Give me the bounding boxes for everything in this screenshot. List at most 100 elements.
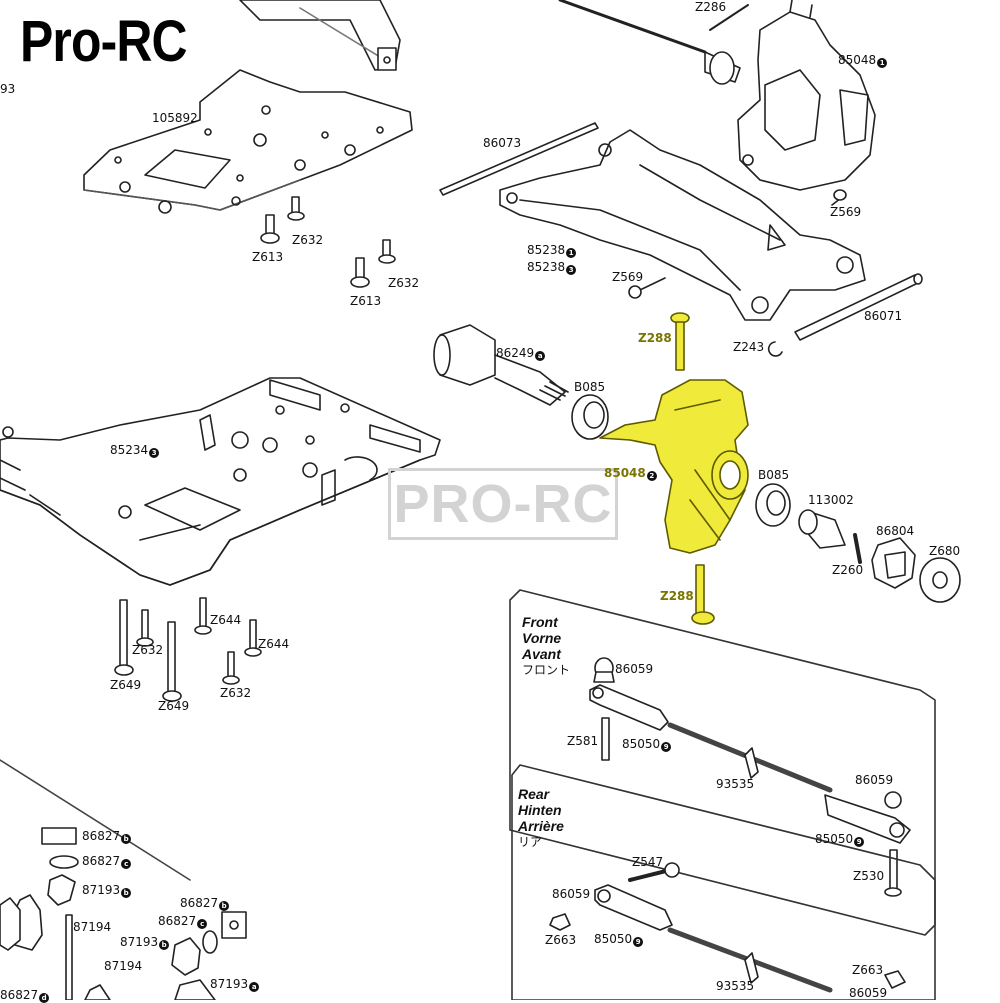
callout-badge: b: [159, 940, 170, 950]
label-z649-a: Z649: [110, 678, 142, 692]
label-text: 85050: [594, 932, 633, 946]
label-text: 87193: [210, 977, 249, 991]
chassis-85234: [0, 377, 441, 586]
callout-badge: a: [535, 351, 546, 361]
label-text: 87193: [82, 883, 121, 897]
differential-gears: [0, 759, 247, 1000]
suspension-arm-85238: [499, 129, 866, 321]
label-z581: Z581: [567, 734, 599, 748]
hinge-pin-86071: [794, 273, 923, 341]
label-93: 93: [0, 82, 16, 96]
label-text: 85048: [838, 53, 877, 67]
label-text: 86827: [0, 988, 39, 1002]
nut-z680: [919, 557, 961, 603]
label-86059-c: 86059: [552, 887, 591, 901]
label-z680: Z680: [929, 544, 961, 558]
label-text: 86827: [82, 829, 121, 843]
label-105892: 105892: [152, 111, 198, 125]
callout-badge: 1: [877, 58, 888, 68]
plate-105892: [83, 69, 413, 214]
callout-badge: 1: [566, 248, 577, 258]
clip-z243: [767, 341, 783, 357]
section-rear-heading: Rear Hinten Arrière リア: [518, 786, 564, 850]
label-z530: Z530: [853, 869, 885, 883]
section-front-heading: Front Vorne Avant フロント: [522, 614, 570, 678]
callout-badge: d: [39, 993, 50, 1003]
label-text: 86827: [180, 896, 219, 910]
callout-badge: b: [121, 888, 132, 898]
label-z644-b: Z644: [258, 637, 290, 651]
label-z632-a: Z632: [292, 233, 324, 247]
callout-badge: 9: [633, 937, 644, 947]
label-z613-a: Z613: [252, 250, 284, 264]
label-86059-d: 86059: [849, 986, 888, 1000]
watermark: PRO-RC: [388, 468, 618, 540]
drive-shaft-top: [558, 0, 749, 85]
label-z569-mid: Z569: [612, 270, 644, 284]
label-z286: Z286: [695, 0, 727, 14]
label-86071: 86071: [864, 309, 903, 323]
label-86059-a: 86059: [615, 662, 654, 676]
callout-badge: c: [197, 919, 208, 929]
hex-86804: [871, 537, 916, 589]
label-93535-b: 93535: [716, 979, 755, 993]
label-z288-top: Z288: [638, 331, 672, 345]
screws-upper-left: [260, 196, 396, 288]
label-86073: 86073: [483, 136, 522, 150]
axle-86249: [433, 324, 569, 406]
section-front-ja: フロント: [522, 663, 571, 677]
callout-badge: a: [249, 982, 260, 992]
section-front-fr: Avant: [522, 646, 561, 662]
label-text: 86827: [158, 914, 197, 928]
label-z632-c: Z632: [132, 643, 164, 657]
label-z644-a: Z644: [210, 613, 242, 627]
label-z569-right: Z569: [830, 205, 862, 219]
section-front-de: Vorne: [522, 630, 562, 646]
callout-badge: 3: [566, 265, 577, 275]
label-87194-b: 87194: [104, 959, 143, 973]
section-rear-ja: リア: [518, 835, 543, 849]
label-b085-top: B085: [574, 380, 606, 394]
label-z632-d: Z632: [220, 686, 252, 700]
section-rear-fr: Arrière: [518, 818, 564, 834]
label-86804: 86804: [876, 524, 915, 538]
section-rear-en: Rear: [518, 786, 550, 802]
callout-badge: b: [219, 901, 230, 911]
label-text: 87193: [120, 935, 159, 949]
callout-badge: b: [121, 834, 132, 844]
screw-z569-right: [831, 189, 847, 206]
label-z663-a: Z663: [545, 933, 577, 947]
screw-z569-mid: [628, 277, 666, 299]
label-text: 85238: [527, 243, 566, 257]
rear-linkage: [511, 764, 936, 1000]
top-rail-part: [239, 0, 401, 71]
label-86059-b: 86059: [855, 773, 894, 787]
label-text: 85238: [527, 260, 566, 274]
hinge-pin-86073: [439, 122, 599, 196]
pin-z260: [853, 533, 862, 564]
label-text: 85048: [604, 466, 646, 480]
section-front-en: Front: [522, 614, 558, 630]
brand-logo-text: Pro-RC: [20, 9, 188, 74]
label-z243: Z243: [733, 340, 765, 354]
label-93535-a: 93535: [716, 777, 755, 791]
callout-badge: 2: [646, 471, 657, 481]
section-rear-de: Hinten: [518, 802, 562, 818]
screw-z288-top: [670, 312, 690, 371]
label-z632-b: Z632: [388, 276, 420, 290]
label-113002: 113002: [808, 493, 854, 507]
